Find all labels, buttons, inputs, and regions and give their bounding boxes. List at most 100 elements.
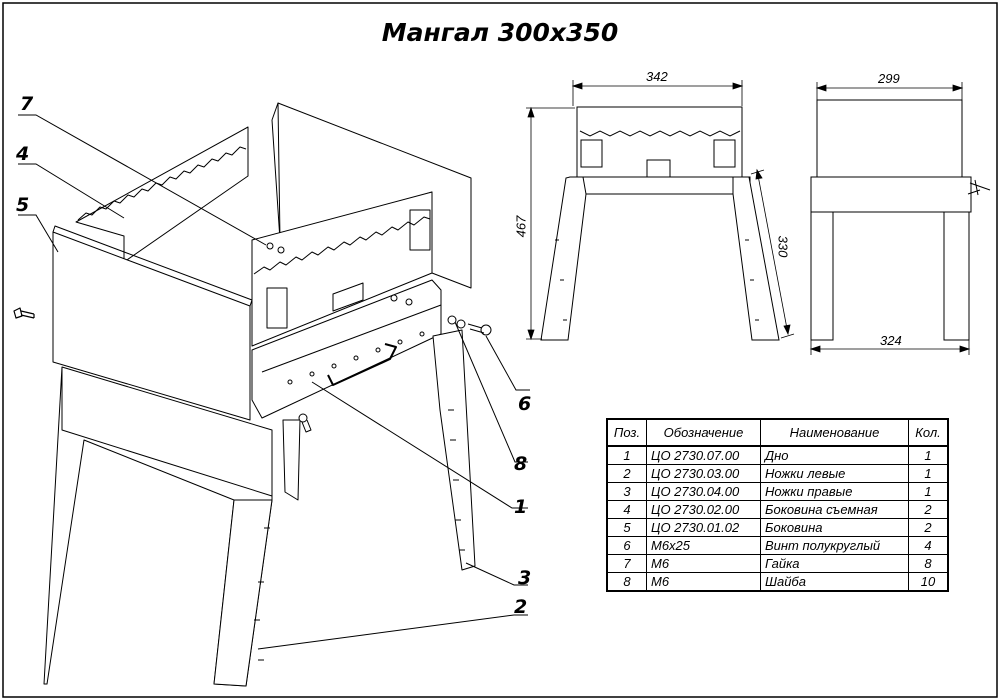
row-pos: 5	[606, 518, 647, 537]
row-qty: 1	[908, 464, 949, 483]
dim-front-width: 342	[646, 69, 668, 84]
row-pos: 3	[606, 482, 647, 501]
right-leg	[432, 329, 476, 571]
callout-4: 4	[16, 143, 30, 165]
front-side-top	[52, 225, 253, 307]
dim-467-line	[526, 107, 575, 340]
row-name: Ножки левые	[760, 464, 909, 483]
row-name: Гайка	[760, 554, 909, 573]
front-view-tray	[569, 176, 751, 195]
dim-299-arrows	[815, 84, 964, 92]
callout-3: 3	[518, 567, 532, 589]
front-view-leg-left	[540, 176, 587, 341]
row-pos: 8	[606, 572, 647, 592]
row-designation: ЦО 2730.07.00	[646, 445, 761, 465]
table-row: 2 ЦО 2730.03.00 Ножки левые 1	[606, 464, 949, 483]
table-row: 7 М6 Гайка 8	[606, 554, 949, 573]
side-view-box	[816, 99, 963, 178]
inner-window-left	[266, 287, 288, 329]
dim-467-arrows	[527, 106, 535, 341]
dim-front-height: 467	[513, 215, 529, 238]
back-side-teeth	[77, 146, 247, 221]
tray-handle	[327, 343, 397, 386]
left-leg-slots	[254, 527, 270, 661]
row-name: Боковина съемная	[760, 500, 909, 519]
top-nuts	[266, 242, 413, 306]
dim-342-arrows	[571, 82, 744, 90]
row-pos: 4	[606, 500, 647, 519]
table-row: 8 М6 Шайба 10	[606, 572, 949, 592]
dim-330-arrows	[755, 168, 791, 336]
leader-1	[311, 381, 528, 509]
callout-6: 6	[518, 393, 532, 415]
row-name: Ножки правые	[760, 482, 909, 501]
callout-1: 1	[514, 496, 528, 518]
row-designation: М6	[646, 572, 761, 592]
leader-4	[18, 163, 125, 219]
leader-3	[465, 562, 528, 586]
front-view-window-left	[580, 139, 603, 168]
table-row: 6 М6х25 Винт полукруглый 4	[606, 536, 949, 555]
back-side-panel	[75, 126, 249, 263]
row-qty: 2	[908, 500, 949, 519]
parts-table: Поз. Обозначение Наименование Кол. 1 ЦО …	[606, 418, 949, 592]
table-row: 3 ЦО 2730.04.00 Ножки правые 1	[606, 482, 949, 501]
dim-side-top-width: 299	[878, 71, 900, 86]
leader-8	[454, 321, 528, 463]
row-designation: ЦО 2730.02.00	[646, 500, 761, 519]
leader-2	[257, 614, 528, 650]
front-view-window-right	[713, 139, 736, 168]
table-row: 5 ЦО 2730.01.02 Боковина 2	[606, 518, 949, 537]
table-row: 1 ЦО 2730.07.00 Дно 1	[606, 445, 949, 465]
inner-handle-tab	[332, 282, 364, 312]
bottom-tray-edge	[261, 304, 442, 373]
callout-5: 5	[16, 194, 30, 216]
right-leg-slots	[448, 409, 465, 551]
leader-5	[18, 214, 59, 253]
row-qty: 2	[908, 518, 949, 537]
callout-7: 7	[20, 93, 34, 115]
row-designation: М6х25	[646, 536, 761, 555]
dim-299-line	[816, 82, 963, 100]
side-view-screw	[967, 179, 991, 196]
header-name: Наименование	[760, 418, 909, 447]
row-qty: 8	[908, 554, 949, 573]
dimension-lines	[526, 80, 971, 355]
row-name: Дно	[760, 445, 909, 465]
callout-8: 8	[514, 453, 528, 475]
header-qty: Кол.	[908, 418, 949, 447]
dim-324-line	[810, 340, 970, 355]
inner-teeth	[253, 216, 431, 275]
row-pos: 1	[606, 445, 647, 465]
side-view-leg-right	[943, 211, 970, 341]
drawing-title: Мангал 300x350	[381, 18, 619, 47]
row-designation: ЦО 2730.04.00	[646, 482, 761, 501]
row-name: Шайба	[760, 572, 909, 592]
left-leg-back	[213, 499, 273, 687]
row-name: Боковина	[760, 518, 909, 537]
header-pos: Поз.	[606, 418, 647, 447]
tray-holes	[287, 331, 425, 385]
screw-right	[447, 315, 492, 336]
header-designation: Обозначение	[646, 418, 761, 447]
row-designation: М6	[646, 554, 761, 573]
side-view-tray	[810, 176, 972, 213]
side-view-leg-left	[810, 211, 834, 341]
row-qty: 1	[908, 482, 949, 501]
row-qty: 4	[908, 536, 949, 555]
row-name: Винт полукруглый	[760, 536, 909, 555]
front-view-leg-right	[732, 176, 780, 341]
left-leg-fold	[61, 367, 273, 497]
row-pos: 7	[606, 554, 647, 573]
row-pos: 6	[606, 536, 647, 555]
front-view	[540, 106, 780, 341]
front-view-teeth	[579, 130, 741, 137]
screw-center	[298, 413, 312, 433]
right-wall-fold	[271, 102, 281, 241]
screw-left	[13, 307, 35, 319]
leader-lines	[18, 114, 530, 650]
inner-window-right	[409, 209, 431, 251]
isometric-view	[13, 102, 492, 687]
